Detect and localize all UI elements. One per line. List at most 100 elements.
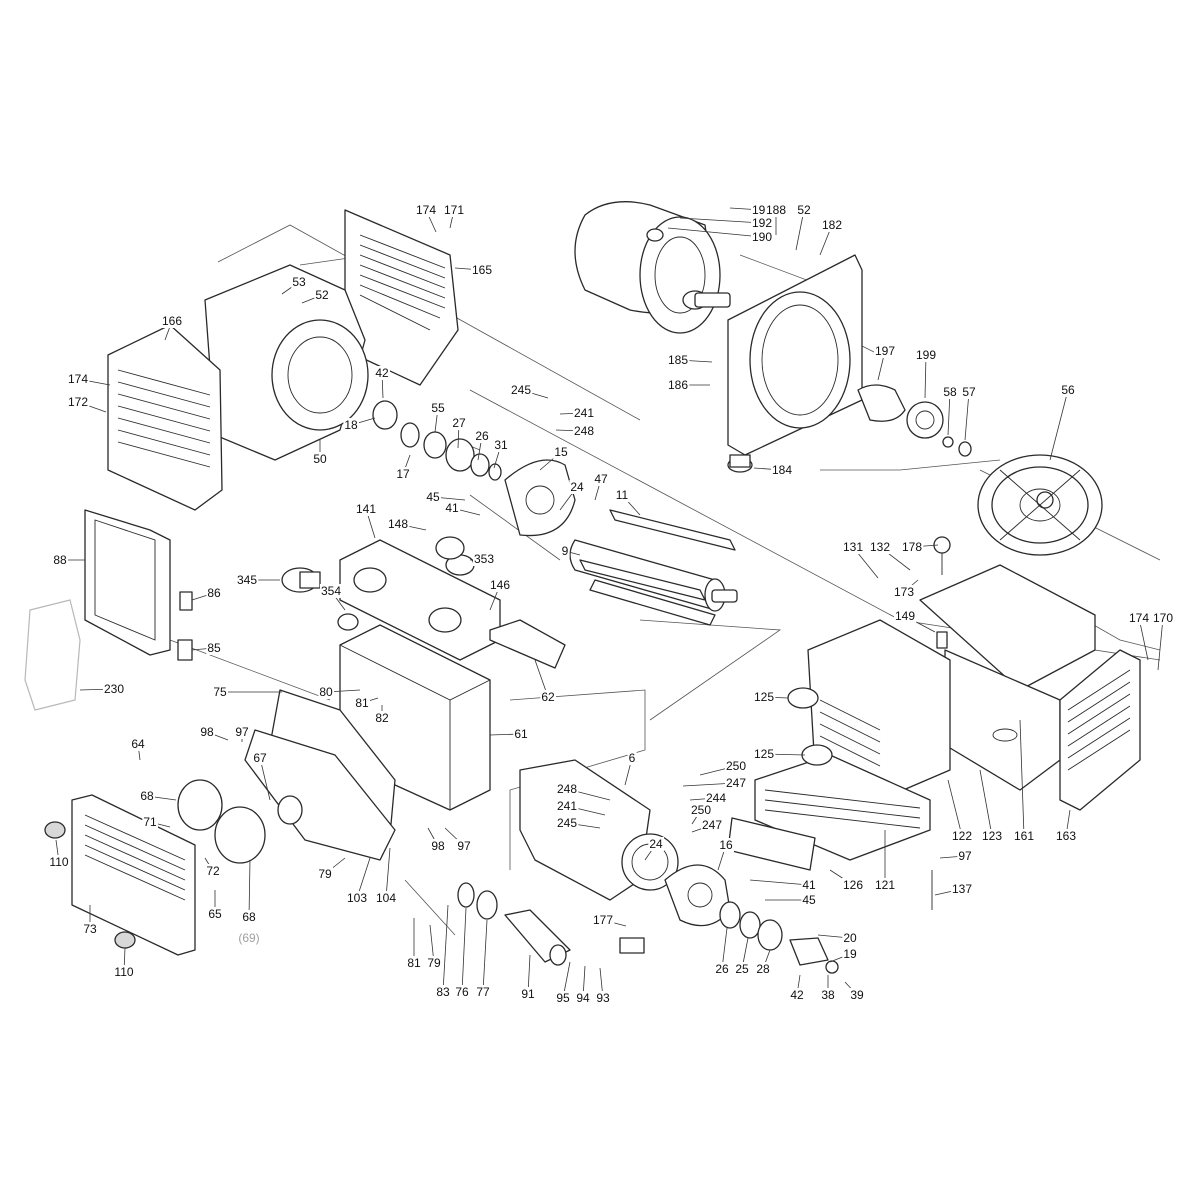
leader-line-c122 — [947, 779, 963, 837]
callout-label-background — [241, 910, 257, 924]
callout-label: 247 — [726, 776, 746, 790]
callout-label: 250 — [726, 759, 746, 773]
callout-label-background — [569, 480, 585, 494]
callout-label: 174 — [1129, 611, 1149, 625]
callout-label: 199 — [916, 348, 936, 362]
callout-label-background — [451, 416, 467, 430]
callout-label: 39 — [850, 988, 864, 1002]
callout-label: 97 — [235, 725, 249, 739]
callout-label: 131 — [843, 540, 863, 554]
callout-label-background — [755, 962, 771, 976]
callout-label: 190 — [752, 230, 772, 244]
part-177 — [619, 937, 645, 954]
callout-label-background — [48, 855, 70, 869]
callout-label: 182 — [822, 218, 842, 232]
callout-label-background — [475, 985, 491, 999]
callout-label: 27 — [452, 416, 466, 430]
callout-label-background — [801, 878, 817, 892]
callout-label-background — [425, 490, 441, 504]
callout-label: 248 — [574, 424, 594, 438]
callout-label: 45 — [802, 893, 816, 907]
callout-label-background — [893, 609, 917, 623]
callout-label: 170 — [1153, 611, 1173, 625]
end-cover-16 — [664, 864, 731, 927]
callout-label: 91 — [521, 987, 535, 1001]
callout-label: 186 — [668, 378, 688, 392]
callout-label-background — [1127, 611, 1151, 625]
callout-label-background — [130, 737, 146, 751]
callout-label-background — [849, 988, 865, 1002]
leader-line-c83 — [442, 904, 449, 993]
callout-label-background — [942, 385, 958, 399]
callout-label: 125 — [754, 747, 774, 761]
callout-label-background — [572, 424, 596, 438]
filter-cartridges-68 — [177, 779, 303, 864]
callout-label-background — [750, 230, 774, 244]
callout-label: 345 — [237, 573, 257, 587]
callout-label-background — [206, 641, 222, 655]
callout-label: 149 — [895, 609, 915, 623]
eyebolt-178 — [933, 536, 951, 575]
callout-label: 81 — [355, 696, 369, 710]
callout-label: 88 — [53, 553, 67, 567]
callout-label-background — [575, 991, 591, 1005]
callout-label-background — [555, 799, 579, 813]
callout-label-background — [540, 690, 556, 704]
leader-line-c68b — [248, 859, 251, 918]
callout-label: 52 — [797, 203, 811, 217]
callout-label-background — [648, 837, 664, 851]
callout-label: 75 — [213, 685, 227, 699]
callout-label-background — [553, 445, 569, 459]
callout-label: 126 — [843, 878, 863, 892]
callout-label-background — [66, 395, 90, 409]
callout-label: 104 — [376, 891, 396, 905]
callout-label-background — [374, 711, 390, 725]
callout-label: 93 — [596, 991, 610, 1005]
callout-label: 97 — [958, 849, 972, 863]
callout-label-background — [113, 965, 135, 979]
callout-label-background — [752, 747, 776, 761]
callout-label-background — [314, 288, 330, 302]
callout-label-background — [252, 751, 268, 765]
callout-label-background — [386, 517, 410, 531]
callout-label-background — [614, 488, 630, 502]
callout-label-background — [442, 203, 466, 217]
callout-label-background — [801, 893, 817, 907]
callout-label-background — [207, 907, 223, 921]
callout-label-background — [572, 406, 596, 420]
callout-label-background — [312, 452, 328, 466]
callout-label: 192 — [752, 216, 772, 230]
callout-label-background — [734, 962, 750, 976]
callout-label: 26 — [475, 429, 489, 443]
callout-label-background — [66, 372, 90, 386]
callout-label-background — [627, 751, 637, 765]
callout-label-background — [900, 540, 924, 554]
callout-label-background — [493, 438, 509, 452]
callout-label-background — [1151, 611, 1175, 625]
callout-label: 121 — [875, 878, 895, 892]
callout-label-background — [950, 882, 974, 896]
callout-label: 85 — [207, 641, 221, 655]
callout-label-background — [474, 429, 490, 443]
callout-label: 9 — [562, 544, 569, 558]
callout-label-background — [102, 682, 126, 696]
callout-label: 71 — [143, 815, 157, 829]
callout-label-background — [714, 962, 730, 976]
callout-label: 58 — [943, 385, 957, 399]
callout-label: 68 — [242, 910, 256, 924]
callout-label: 47 — [594, 472, 608, 486]
callout-label: 38 — [821, 988, 835, 1002]
callout-label: 248 — [557, 782, 577, 796]
callout-label: 103 — [347, 891, 367, 905]
callout-label-background — [593, 472, 609, 486]
callout-label-background — [345, 891, 369, 905]
callout-label: 31 — [494, 438, 508, 452]
callout-label-background — [1060, 383, 1076, 397]
callout-label: 81 — [407, 956, 421, 970]
callout-label-background — [426, 956, 442, 970]
callout-label: 45 — [426, 490, 440, 504]
callout-label-background — [520, 987, 536, 1001]
motor-assembly — [574, 201, 731, 334]
callout-label-background — [318, 685, 334, 699]
